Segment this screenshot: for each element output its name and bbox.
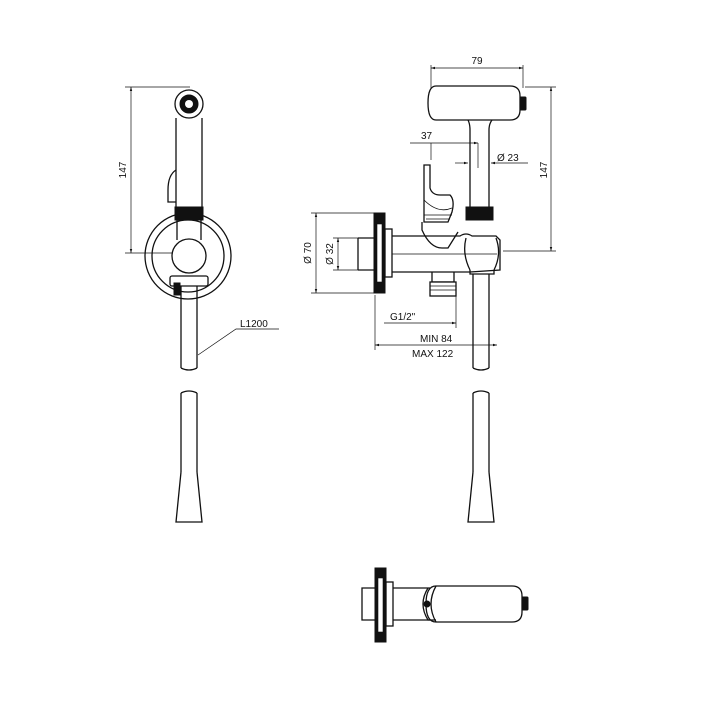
spray-head-ring <box>174 89 204 119</box>
dim-label-37: 37 <box>421 131 433 142</box>
dim-label-diam-32: Ø 32 <box>325 243 336 265</box>
dimension-147-right: 147 <box>503 86 556 252</box>
front-view: 147 L1200 <box>118 86 279 523</box>
dim-label-79: 79 <box>471 56 483 67</box>
dim-label-147-right: 147 <box>539 161 550 178</box>
holder-knob <box>171 238 207 274</box>
hose-upper <box>180 286 198 368</box>
top-handset-nozzle <box>521 596 529 611</box>
handset-nozzle <box>519 96 527 111</box>
dim-label-diam-23: Ø 23 <box>497 153 519 164</box>
hose-end-fitting <box>175 471 203 523</box>
top-handset <box>425 585 523 623</box>
dim-label-147-left: 147 <box>118 161 129 178</box>
side-view: 79 147 37 Ø 23 <box>303 56 556 523</box>
dimension-min-max: MIN 84 MAX 122 <box>374 295 497 360</box>
dim-label-diam-70: Ø 70 <box>303 242 314 264</box>
hose-side-upper <box>472 274 490 368</box>
knurled-ring <box>174 206 204 221</box>
thread-outlet <box>431 272 455 283</box>
dimension-diam-70: Ø 70 <box>303 212 378 294</box>
top-valve-body <box>393 587 430 621</box>
dimension-diam-32: Ø 32 <box>325 237 358 271</box>
knurled-ring-side <box>465 206 494 221</box>
handset-head <box>427 85 521 121</box>
hose-side-end-fitting <box>467 471 495 523</box>
dim-label-max: MAX 122 <box>412 349 454 360</box>
dimension-37: 37 <box>410 131 479 168</box>
hose-side-lower <box>472 393 490 472</box>
valve-lever <box>423 164 454 223</box>
hose-lower <box>180 393 198 472</box>
dimension-diam-23: Ø 23 <box>455 153 528 165</box>
dim-label-thread: G1/2" <box>390 312 416 323</box>
dimension-147-left: 147 <box>118 86 190 254</box>
top-view <box>361 567 529 643</box>
top-inlet <box>361 587 375 621</box>
dimension-thread: G1/2" <box>384 296 457 328</box>
valve-body <box>392 233 501 273</box>
dimension-79: 79 <box>430 56 524 88</box>
handset-body <box>175 118 203 209</box>
dim-label-l1200: L1200 <box>240 319 268 330</box>
dim-label-min: MIN 84 <box>420 334 453 345</box>
inlet-pipe <box>357 237 374 271</box>
hose-length-leader <box>197 328 279 356</box>
